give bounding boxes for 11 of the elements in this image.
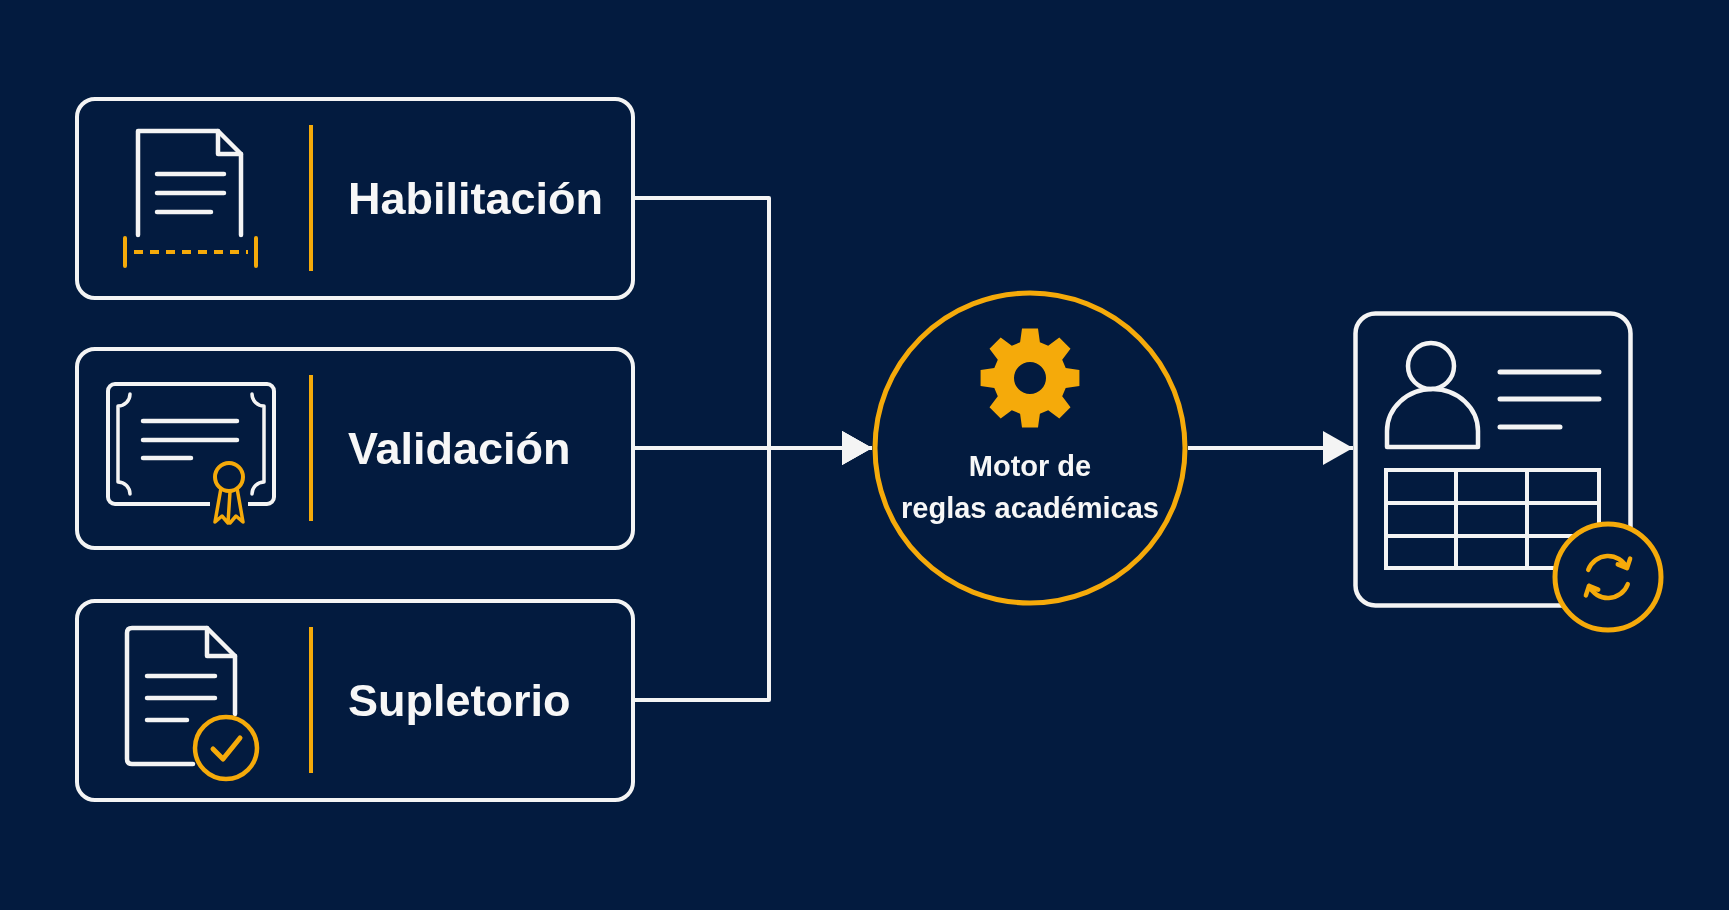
process-box: [75, 97, 635, 300]
node-label: Habilitación: [348, 172, 604, 225]
node-label: Supletorio: [348, 674, 571, 727]
process-box: [75, 599, 635, 802]
node-label: Motor de reglas académicas: [901, 449, 1159, 526]
process-circle: [872, 290, 1188, 606]
connector-arrow: [1188, 431, 1353, 465]
connector-arrow: [635, 431, 872, 702]
node-label: Validación: [348, 422, 571, 475]
profile-card-illustration: [1353, 311, 1665, 635]
process-box: [75, 347, 635, 550]
